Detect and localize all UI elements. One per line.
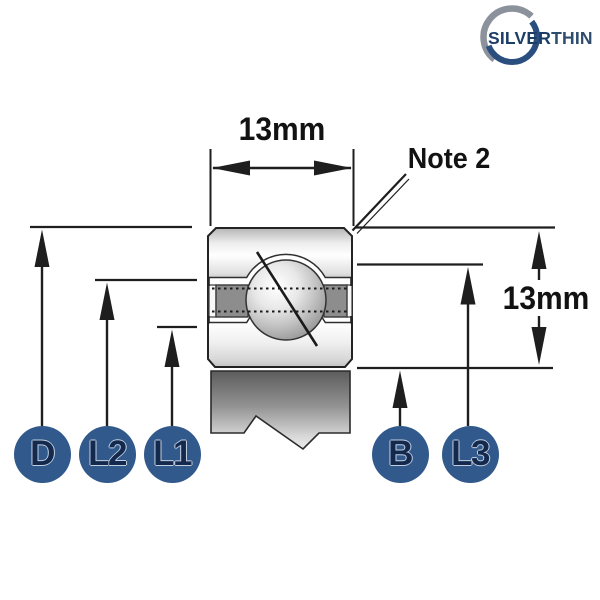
right-height-dimension xyxy=(355,226,555,370)
logo-text-thin: THIN xyxy=(551,28,593,48)
note-2-label: Note 2 xyxy=(407,142,491,175)
contact-angle-line xyxy=(255,251,319,347)
outer-ring-band xyxy=(207,227,353,279)
dimension-l2 xyxy=(95,278,197,426)
note-leader-line xyxy=(351,173,410,234)
arrow-left-icon xyxy=(212,160,250,176)
side-edges xyxy=(207,277,353,324)
silverthin-logo: SILVERTHIN xyxy=(476,2,600,74)
shaft-with-break xyxy=(210,370,351,451)
arrow-up-icon xyxy=(460,267,476,305)
label-circle-b: B xyxy=(371,425,429,483)
bearing-ball xyxy=(245,259,327,341)
logo-text-silver: SILVER xyxy=(488,28,552,48)
dimension-l1 xyxy=(157,325,197,426)
top-width-dimension-label: 13mm xyxy=(238,111,326,148)
dimension-d xyxy=(30,225,192,426)
arrow-down-icon xyxy=(531,327,547,365)
logo-wordmark: SILVERTHIN xyxy=(488,28,593,48)
arrow-up-icon xyxy=(392,370,408,408)
label-circle-d: D xyxy=(13,425,71,483)
arrow-up-icon xyxy=(164,329,180,367)
arrow-up-icon xyxy=(34,229,50,267)
arrow-up-icon xyxy=(531,231,547,269)
label-circle-l1: L1 xyxy=(143,425,201,483)
top-width-dimension xyxy=(209,149,355,226)
label-circle-l2: L2 xyxy=(78,425,136,483)
dimension-lines xyxy=(30,149,555,426)
logo-swirl-icon xyxy=(480,5,544,69)
dimension-l3 xyxy=(357,263,483,426)
arrow-up-icon xyxy=(99,282,115,320)
bearing-cross-section xyxy=(207,227,353,451)
dimension-b xyxy=(392,370,408,426)
label-circle-l3: L3 xyxy=(441,425,499,483)
right-height-dimension-label: 13mm xyxy=(502,280,590,317)
arrow-right-icon xyxy=(314,160,352,176)
